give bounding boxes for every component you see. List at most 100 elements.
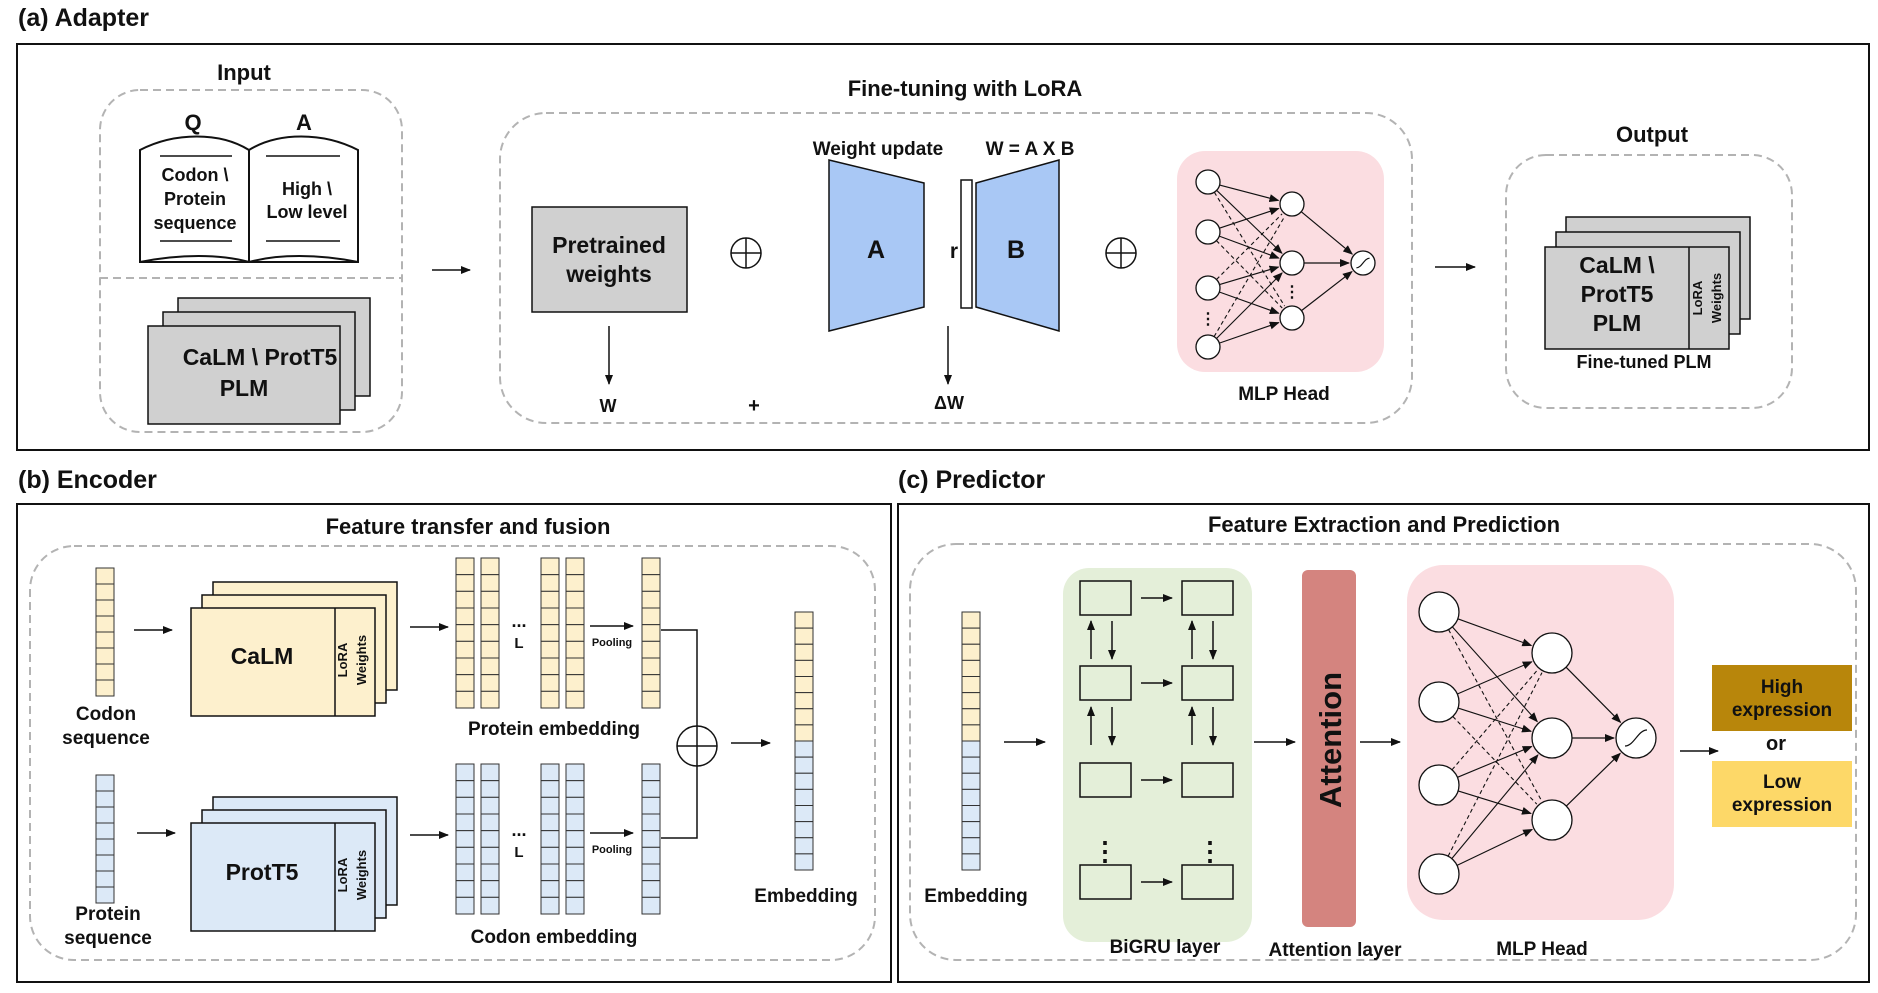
mlp-edge bbox=[1219, 184, 1280, 203]
panel-c-frame bbox=[897, 503, 1870, 983]
or-label: or bbox=[1766, 733, 1786, 755]
prott5-lora-label: LoRA bbox=[335, 857, 350, 892]
vector-cell bbox=[480, 813, 500, 832]
vector-cell bbox=[794, 676, 814, 694]
vector-cell bbox=[455, 640, 475, 659]
input-dashed-box bbox=[99, 89, 403, 433]
vector-cell bbox=[961, 724, 981, 742]
vector-cell bbox=[565, 813, 585, 832]
vector-cell bbox=[794, 756, 814, 774]
pretrained-weights-box bbox=[531, 206, 688, 313]
fusion-oplus-icon bbox=[676, 725, 718, 767]
w-label: W bbox=[600, 396, 617, 416]
vector-cell bbox=[455, 813, 475, 832]
mlp-edge bbox=[1457, 661, 1533, 695]
vector-cell bbox=[540, 796, 560, 815]
matrix-b-trapezoid bbox=[975, 159, 1060, 332]
protein-emb-l-label: L bbox=[514, 635, 523, 652]
vector-cell bbox=[480, 607, 500, 626]
vector-cell bbox=[641, 590, 661, 609]
vector-cell bbox=[480, 590, 500, 609]
vector-cell bbox=[480, 657, 500, 676]
vector-cell bbox=[540, 846, 560, 865]
output-lora-label: LoRA bbox=[1690, 280, 1705, 315]
mlp-node bbox=[1531, 799, 1573, 841]
vector-cell bbox=[565, 590, 585, 609]
vector-cell bbox=[455, 607, 475, 626]
gru-cell bbox=[1079, 580, 1132, 616]
protein-pooling-label: Pooling bbox=[592, 637, 632, 649]
mlp-edge bbox=[1219, 321, 1280, 344]
codon-embedding-matrix bbox=[455, 763, 585, 915]
vector-cell bbox=[641, 846, 661, 865]
vector-cell bbox=[455, 690, 475, 709]
calm-label: CaLM bbox=[231, 643, 294, 669]
vector-cell bbox=[961, 821, 981, 839]
lora-section: Fine-tuning with LoRA Pretrained weights… bbox=[499, 76, 1413, 424]
input-title: Input bbox=[217, 60, 271, 85]
a-label: A bbox=[296, 110, 312, 135]
mlp-node bbox=[1418, 853, 1460, 895]
vector-cell bbox=[455, 846, 475, 865]
weight-update-label: Weight update bbox=[813, 139, 944, 160]
embedding-b-label: Embedding bbox=[754, 886, 857, 907]
vector-cell bbox=[794, 627, 814, 645]
calm-weights-label: Weights bbox=[354, 635, 369, 685]
sigmoid-curve bbox=[1624, 729, 1648, 747]
bigru-label: BiGRU layer bbox=[1110, 937, 1221, 958]
attention-block bbox=[1302, 570, 1356, 927]
mlp-node bbox=[1279, 250, 1305, 276]
vector-cell bbox=[455, 624, 475, 642]
gru-cell bbox=[1079, 665, 1132, 701]
mlp-edge bbox=[1565, 752, 1621, 807]
vector-cell bbox=[455, 880, 475, 898]
vector-cell bbox=[641, 763, 661, 782]
vector-cell bbox=[455, 796, 475, 815]
bigru-bg bbox=[1063, 568, 1252, 942]
output-plm-line-1: CaLM \ bbox=[1579, 252, 1655, 278]
vector-cell bbox=[961, 708, 981, 726]
finetuned-plm-label: Fine-tuned PLM bbox=[1577, 352, 1712, 372]
vector-cell bbox=[794, 724, 814, 742]
vector-cell bbox=[95, 854, 115, 872]
vector-cell bbox=[455, 830, 475, 848]
high-line-2: expression bbox=[1732, 700, 1832, 721]
mlp-edge bbox=[1213, 215, 1286, 337]
vector-cell bbox=[455, 896, 475, 915]
vector-cell bbox=[961, 756, 981, 774]
vector-cell bbox=[565, 674, 585, 692]
vector-cell bbox=[540, 813, 560, 832]
mlp-head-a-label: MLP Head bbox=[1238, 384, 1330, 405]
vector-cell bbox=[961, 676, 981, 694]
attention-text: Attention bbox=[1313, 672, 1348, 808]
oplus-icon-1 bbox=[730, 237, 762, 269]
vector-cell bbox=[480, 780, 500, 798]
mlp-edge bbox=[1457, 745, 1533, 778]
vector-cell bbox=[480, 624, 500, 642]
vector-cell bbox=[540, 574, 560, 592]
mlp-node bbox=[1195, 334, 1221, 360]
input-embedding-vector bbox=[961, 611, 981, 871]
vector-cell bbox=[641, 796, 661, 815]
predictor-dashed-box bbox=[909, 543, 1857, 961]
encoder-dashed-box bbox=[29, 545, 876, 961]
book-left-line-1: Codon \ bbox=[162, 165, 229, 185]
vector-cell bbox=[961, 611, 981, 629]
plus-label: + bbox=[748, 395, 760, 417]
vector-cell bbox=[480, 846, 500, 865]
fused-embedding-vector bbox=[794, 611, 814, 871]
vector-cell bbox=[641, 557, 661, 576]
vector-cell bbox=[794, 837, 814, 855]
vector-cell bbox=[565, 607, 585, 626]
low-line-2: expression bbox=[1732, 795, 1832, 816]
protein-seq-line-1: Protein bbox=[75, 904, 140, 925]
vector-cell bbox=[794, 740, 814, 758]
plm-label-line-2: PLM bbox=[220, 375, 269, 401]
output-plm-line-2: ProtT5 bbox=[1581, 281, 1654, 307]
prott5-weights-label: Weights bbox=[354, 850, 369, 900]
vector-cell bbox=[565, 657, 585, 676]
finetuned-card-stack bbox=[1544, 216, 1751, 350]
vector-cell bbox=[540, 896, 560, 915]
vector-cell bbox=[480, 574, 500, 592]
